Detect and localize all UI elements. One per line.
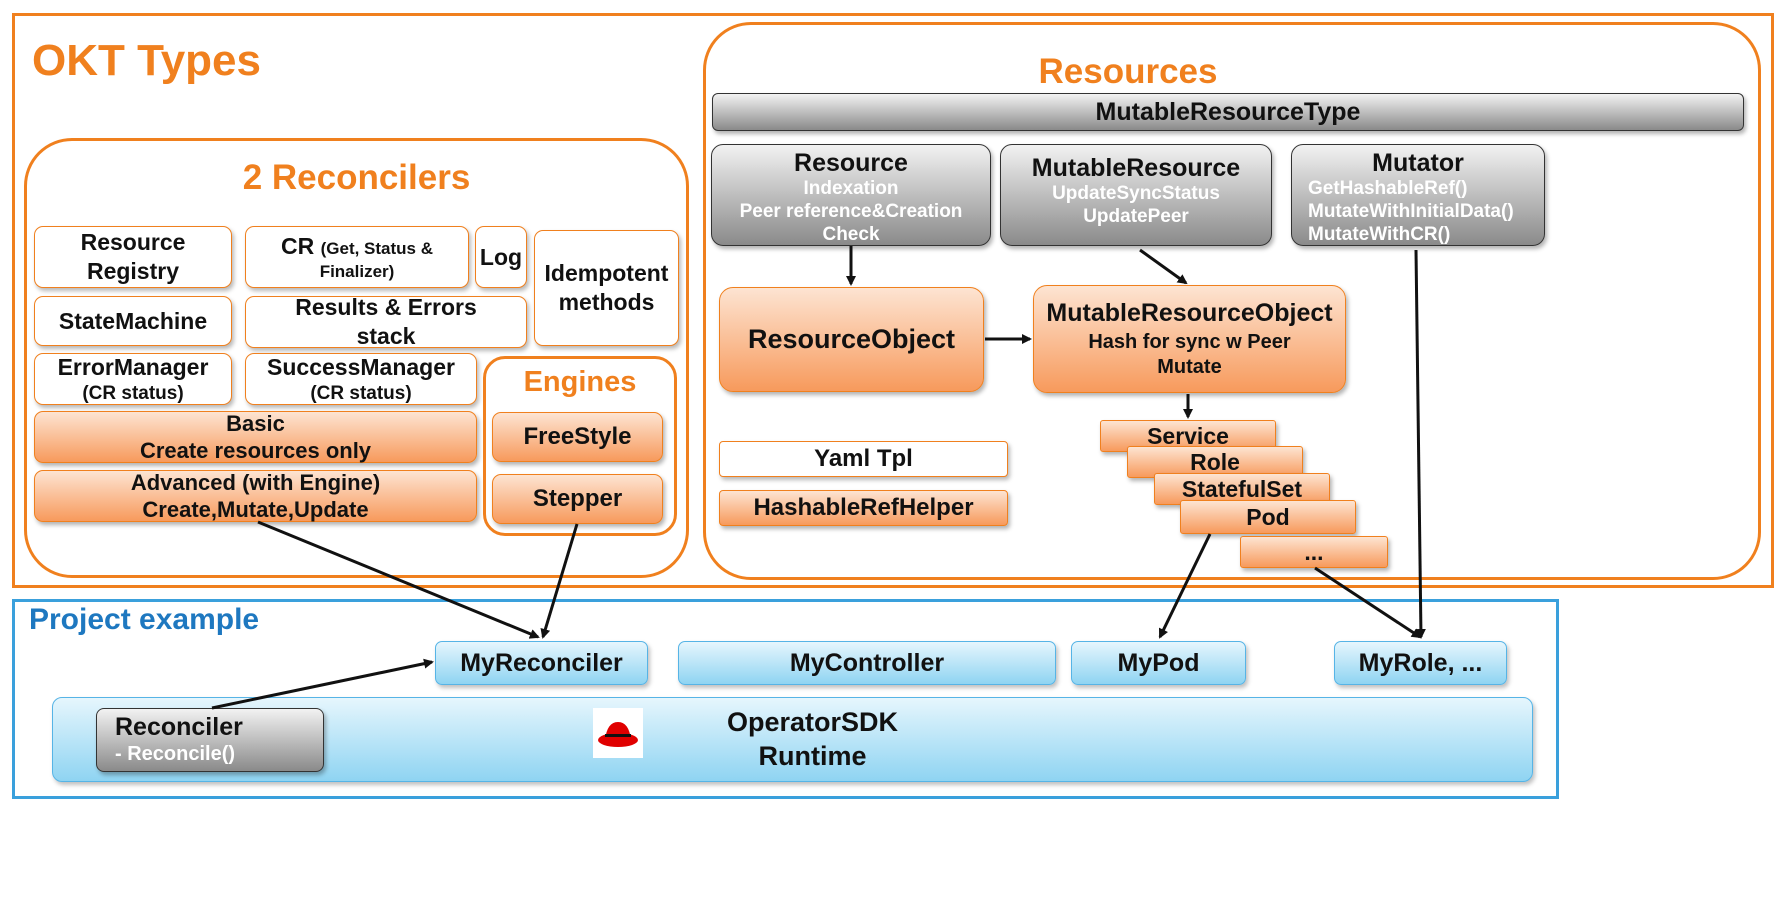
resource-object-box: ResourceObject: [719, 287, 984, 392]
mutable-resource-type-bar: MutableResourceType: [712, 93, 1744, 131]
project-example-title: Project example: [29, 603, 260, 636]
engines-title: Engines: [523, 366, 637, 398]
hashable-ref-helper-box: HashableRefHelper: [719, 490, 1008, 526]
my-role-box: MyRole, ...: [1334, 641, 1507, 685]
my-pod-box: MyPod: [1071, 641, 1246, 685]
redhat-hat-icon: [593, 708, 643, 758]
engines-container: [483, 356, 677, 536]
freestyle-engine-box: FreeStyle: [492, 412, 663, 462]
success-manager-box: SuccessManager (CR status): [245, 353, 477, 405]
resources-container: [703, 22, 1761, 580]
error-manager-box: ErrorManager (CR status): [34, 353, 232, 405]
results-errors-stack-box: Results & Errors stack: [245, 294, 527, 349]
log-box: Log: [475, 226, 527, 288]
yaml-tpl-box: Yaml Tpl: [719, 441, 1008, 477]
okt-types-title: OKT Types: [32, 36, 262, 85]
state-machine-box: StateMachine: [34, 296, 232, 346]
mutable-resource-box: MutableResource UpdateSyncStatus UpdateP…: [1000, 144, 1272, 246]
resource-registry-box: Resource Registry: [34, 226, 232, 288]
idempotent-methods-box: Idempotent methods: [534, 230, 679, 346]
cr-box: CR (Get, Status & Finalizer): [245, 226, 469, 288]
okt-types-frame: [12, 13, 1774, 588]
my-controller-box: MyController: [678, 641, 1056, 685]
reconcilers-title: 2 Reconcilers: [242, 158, 471, 197]
stack-item-more: ...: [1240, 536, 1388, 568]
stack-item-pod: Pod: [1180, 500, 1356, 534]
stack-item-statefulset: StatefulSet: [1154, 473, 1330, 505]
resources-title: Resources: [1038, 52, 1218, 91]
mutator-box: Mutator GetHashableRef() MutateWithIniti…: [1291, 144, 1545, 246]
stepper-engine-box: Stepper: [492, 474, 663, 524]
reconciler-box: Reconciler - Reconcile(): [96, 708, 324, 772]
project-example-frame: [12, 599, 1559, 799]
advanced-reconciler-box: Advanced (with Engine) Create,Mutate,Upd…: [34, 470, 477, 522]
resource-box: Resource Indexation Peer reference&Creat…: [711, 144, 991, 246]
my-reconciler-box: MyReconciler: [435, 641, 648, 685]
basic-reconciler-box: Basic Create resources only: [34, 411, 477, 463]
mutable-resource-object-box: MutableResourceObject Hash for sync w Pe…: [1033, 285, 1346, 393]
